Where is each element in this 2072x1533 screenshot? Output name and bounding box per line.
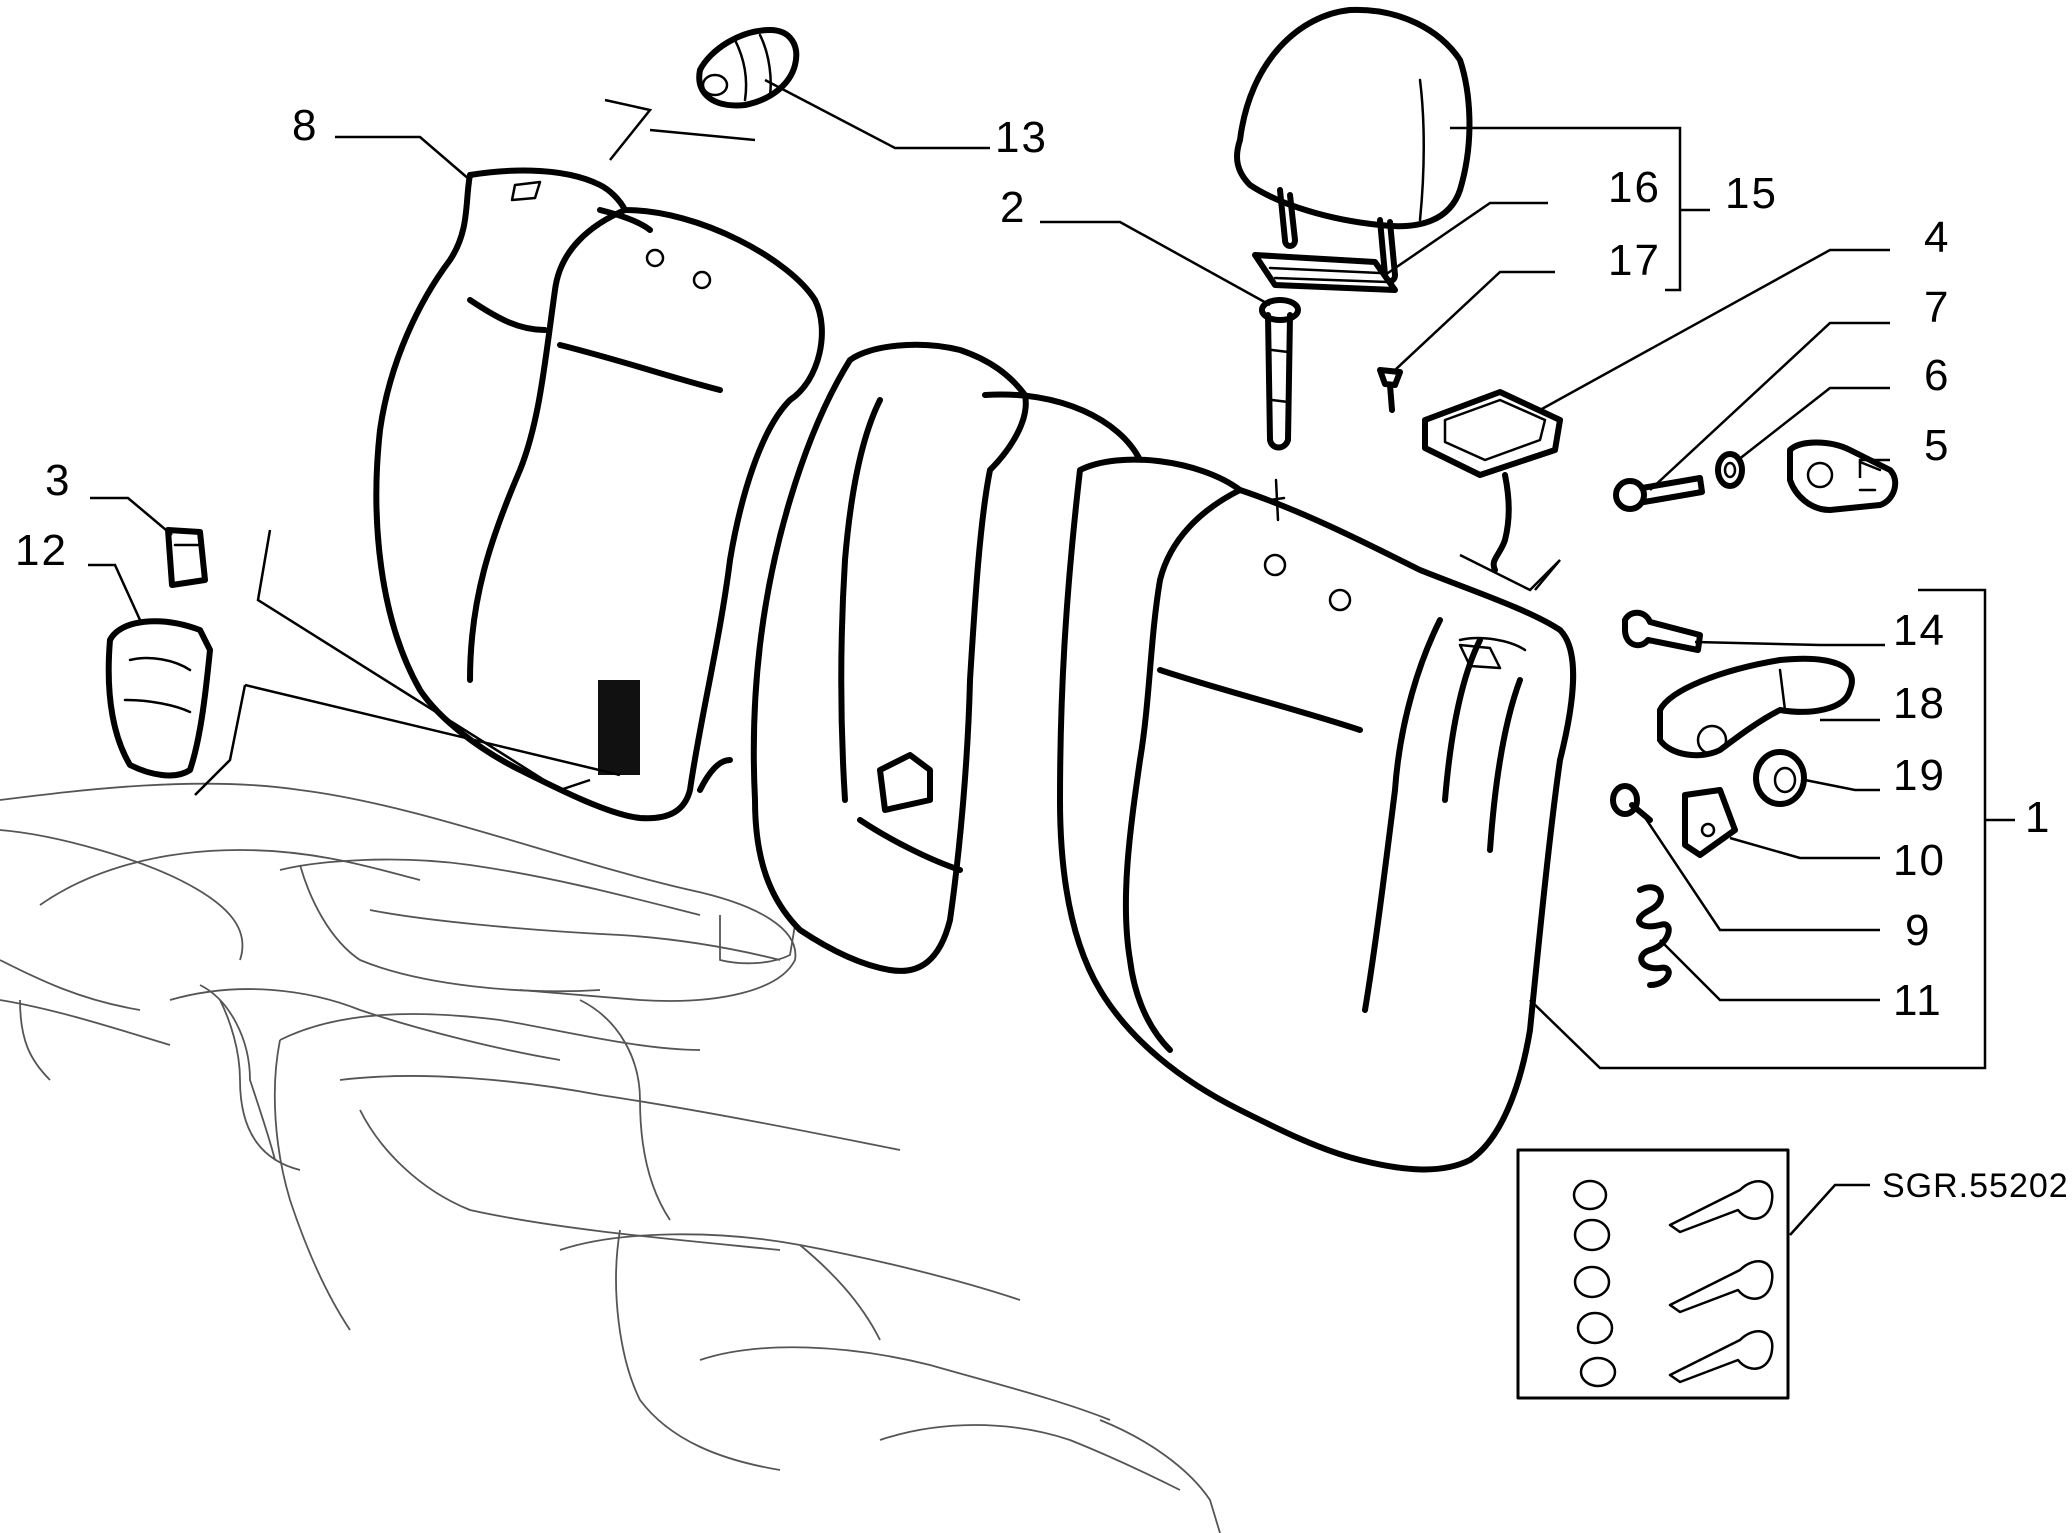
- left-backrest: [373, 167, 825, 822]
- callout-7: 7: [1924, 283, 1950, 332]
- lock-cylinders: [1572, 1179, 1617, 1388]
- center-backrest: [750, 341, 1143, 974]
- belt-guide: [877, 752, 933, 813]
- part-2-headrest-guide: [1259, 297, 1301, 522]
- callout-8: 8: [292, 101, 318, 150]
- callout-2: 2: [1000, 183, 1026, 232]
- callout-14: 14: [1893, 606, 1946, 655]
- callout-10: 10: [1893, 836, 1946, 885]
- part-13-bump-stop: [696, 27, 800, 109]
- part-17-screw: [1377, 367, 1403, 413]
- callout-labels: 8 13 2 16 15 17 4 7 6 5 3 12 14 18 19 1 …: [15, 101, 2069, 1205]
- part-3-trim-clip: [165, 527, 208, 588]
- callout-4: 4: [1924, 213, 1950, 262]
- part-10-plate: [1682, 787, 1738, 858]
- reference-code: SGR.55202: [1882, 1167, 2069, 1205]
- part-9-pin: [1610, 783, 1653, 823]
- callout-6: 6: [1924, 351, 1950, 400]
- callout-12: 12: [15, 526, 68, 575]
- part-7-bolt: [1613, 475, 1705, 512]
- part-18-hinge-plate: [1657, 655, 1855, 759]
- callout-3: 3: [45, 456, 71, 505]
- part-5-striker: [1787, 439, 1899, 513]
- headrest-socket: [1328, 588, 1352, 612]
- callout-19: 19: [1893, 751, 1946, 800]
- part-12-trim-bezel: [105, 618, 213, 779]
- callout-13: 13: [995, 113, 1048, 162]
- part-11-spring: [1636, 884, 1672, 988]
- leader-lines: [88, 78, 2015, 1236]
- callout-16: 16: [1608, 163, 1661, 212]
- part-6-washer: [1715, 451, 1745, 489]
- keys: [1668, 1180, 1774, 1384]
- main-backrest: [1057, 456, 1577, 1173]
- headrest-socket: [645, 248, 665, 268]
- part-4-latch: [1422, 389, 1563, 573]
- callout-15: 15: [1725, 169, 1778, 218]
- headrest-socket: [1263, 553, 1287, 577]
- key-set-inset: [1516, 1148, 1790, 1400]
- latch-opening: [510, 180, 542, 202]
- callout-11: 11: [1893, 976, 1943, 1025]
- callout-17: 17: [1608, 236, 1661, 285]
- callout-18: 18: [1893, 679, 1946, 728]
- callout-5: 5: [1924, 421, 1950, 470]
- headrest-socket: [692, 270, 712, 290]
- latch-opening: [1458, 643, 1502, 670]
- label-patch: [598, 680, 640, 775]
- callout-1: 1: [2025, 793, 2051, 842]
- part-14-pin: [1622, 609, 1703, 653]
- callout-9: 9: [1905, 906, 1931, 955]
- seat-cushion-outline: [0, 782, 1221, 1533]
- part-16-headrest-bezel: [1252, 252, 1398, 293]
- part-19-cap: [1753, 749, 1807, 807]
